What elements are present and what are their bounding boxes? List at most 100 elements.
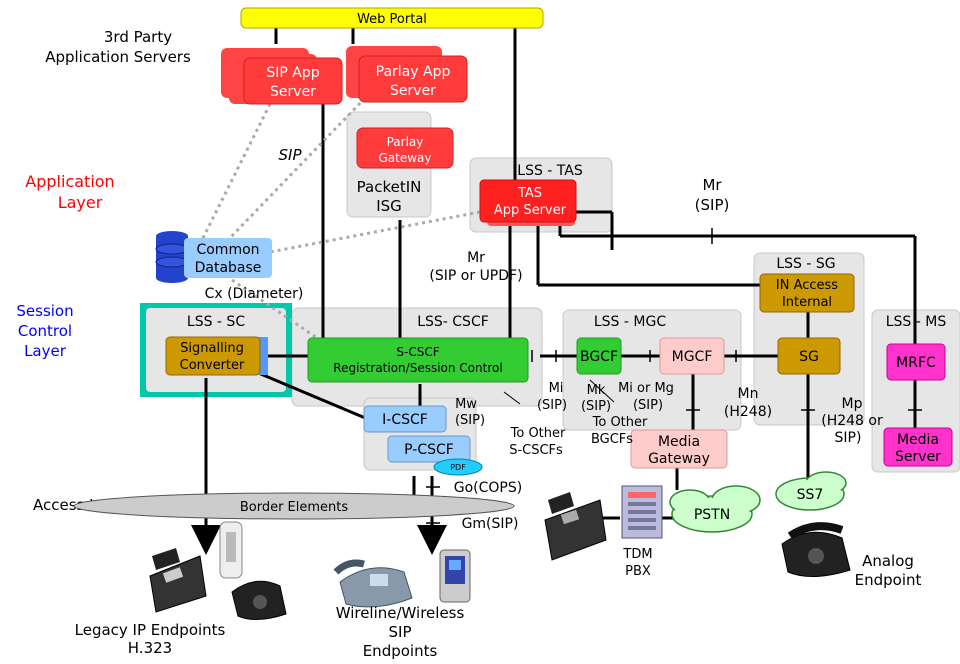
- mr-mid-label-2: (SIP or UPDF): [429, 268, 522, 284]
- mi-or-mg-label-1: Mi or Mg: [618, 381, 674, 396]
- legacy-label-1: Legacy IP Endpoints: [75, 621, 226, 639]
- mn-label-2: (H248): [724, 404, 772, 420]
- mw-label-1: Mw: [455, 397, 477, 412]
- legacy-ip-phone-icon: [149, 548, 207, 613]
- database-dotted-links: [198, 96, 481, 342]
- pdf-oval[interactable]: [433, 458, 483, 476]
- common-database-icon: [155, 231, 189, 283]
- web-portal-label: Web Portal: [357, 12, 427, 27]
- packetin-label-2: ISG: [376, 197, 402, 215]
- mrfc-label: MRFC: [896, 355, 936, 371]
- lss-mgc-title: LSS - MGC: [594, 314, 666, 330]
- analog-phone-icon: [781, 522, 851, 578]
- wireline-label-1: Wireline/Wireless: [336, 604, 465, 622]
- pstn-cloud-fill: [674, 498, 750, 530]
- s-cscf-label-1: S-CSCF: [396, 345, 439, 359]
- lss-cscf-title: LSS- CSCF: [417, 314, 489, 330]
- sip-interface-label: SIP: [279, 146, 303, 164]
- legacy-analog-phone-icon: [231, 580, 287, 620]
- go-cops-label: Go(COPS): [454, 480, 522, 496]
- ss7-label: SS7: [797, 487, 824, 503]
- analog-endpoint-label-2: Endpoint: [855, 571, 922, 589]
- bgcf[interactable]: [576, 337, 622, 375]
- media-gateway[interactable]: [630, 429, 728, 469]
- thin-leader-lines: [503, 379, 615, 405]
- media-server-label-2: Server: [895, 449, 941, 465]
- signalling-converter-label-1: Signalling: [180, 341, 244, 356]
- media-server[interactable]: [883, 427, 953, 467]
- to-other-bgcfs-label-1: To Other: [592, 415, 648, 430]
- signalling-converter-edge: [258, 337, 268, 375]
- tdm-pbx-icon: [621, 485, 663, 539]
- third-party-label-2: Application Servers: [45, 48, 191, 66]
- session-layer-label-2: Control: [18, 322, 72, 340]
- signalling-converter[interactable]: [165, 336, 261, 376]
- tas-app-server[interactable]: [479, 179, 577, 223]
- to-other-scscfs-label-2: S-CSCFs: [509, 443, 563, 458]
- parlay-app-server[interactable]: [358, 55, 468, 103]
- to-other-scscfs-label-1: To Other: [510, 426, 566, 441]
- p-cscf-label: P-CSCF: [404, 442, 454, 458]
- application-layer-label-2: Layer: [58, 193, 103, 212]
- signalling-converter-label-2: Converter: [180, 358, 245, 373]
- tdm-pbx-label-1: TDM: [622, 547, 652, 562]
- parlay-gateway[interactable]: [356, 127, 454, 169]
- pstn-label: PSTN: [694, 507, 730, 523]
- media-gateway-label-2: Gateway: [648, 451, 710, 467]
- ss7-cloud-fill: [778, 480, 842, 508]
- parlay-gateway-label-2: Gateway: [378, 151, 431, 165]
- sg-label: SG: [799, 349, 819, 365]
- tdm-pbx-label-2: PBX: [625, 564, 651, 579]
- mp-label-1: Mp: [842, 396, 863, 412]
- common-database-label-1: Common: [196, 242, 259, 258]
- in-access-label-2: Internal: [782, 295, 832, 310]
- i-cscf[interactable]: [363, 405, 447, 433]
- s-cscf[interactable]: [307, 337, 529, 383]
- in-access-label-1: IN Access: [776, 278, 838, 293]
- web-portal-bar[interactable]: [240, 7, 544, 29]
- legacy-label-2: H.323: [128, 639, 172, 657]
- cx-diameter-label: Cx (Diameter): [205, 286, 304, 302]
- wireline-ip-phone-icon: [333, 559, 413, 608]
- mk-label-2: (SIP): [581, 399, 611, 414]
- s-cscf-label-2: Registration/Session Control: [333, 361, 502, 375]
- mgcf-label: MGCF: [672, 349, 713, 365]
- desk-phone-icon: [544, 492, 607, 561]
- parlay-app-server-label-2: Server: [390, 83, 436, 99]
- sip-app-server[interactable]: [243, 57, 343, 105]
- mk-label-1: Mk: [587, 383, 606, 398]
- mr-right-label-1: Mr: [702, 176, 722, 194]
- gm-sip-label: Gm(SIP): [462, 516, 519, 532]
- mi-label-2: (SIP): [537, 398, 567, 413]
- mrfc[interactable]: [886, 343, 946, 381]
- mi-label-1: Mi: [549, 381, 564, 396]
- in-access-internal[interactable]: [759, 273, 855, 313]
- session-layer-label-3: Layer: [24, 342, 67, 360]
- p-cscf[interactable]: [387, 435, 471, 463]
- pda-icon: [439, 549, 471, 603]
- interface-tick-marks: [426, 228, 922, 524]
- common-database-label-2: Database: [195, 260, 262, 276]
- bgcf-label: BGCF: [580, 349, 618, 365]
- to-other-bgcfs-label-2: BGCFs: [591, 432, 633, 447]
- lss-sc-title: LSS - SC: [187, 314, 245, 330]
- mp-label-3: SIP): [835, 430, 862, 446]
- media-gateway-label-1: Media: [658, 434, 700, 450]
- analog-endpoint-label-1: Analog: [862, 552, 914, 570]
- mn-label-1: Mn: [738, 386, 759, 402]
- sip-app-server-label-1: SIP App: [266, 65, 319, 81]
- mi-or-mg-label-2: (SIP): [633, 398, 663, 413]
- mp-label-2: (H248 or: [821, 413, 883, 429]
- tas-label-2: App Server: [494, 203, 567, 218]
- pdf-label: PDF: [450, 463, 466, 472]
- wireline-label-2: SIP: [389, 623, 412, 641]
- sg[interactable]: [777, 337, 841, 375]
- wireline-label-3: Endpoints: [363, 642, 438, 660]
- mr-right-label-2: (SIP): [695, 196, 730, 214]
- media-server-label-1: Media: [897, 432, 939, 448]
- application-layer-label-1: Application: [25, 172, 114, 191]
- sip-app-server-label-2: Server: [270, 84, 316, 100]
- common-database[interactable]: [184, 238, 272, 278]
- mgcf[interactable]: [659, 337, 725, 375]
- border-elements[interactable]: [73, 492, 515, 520]
